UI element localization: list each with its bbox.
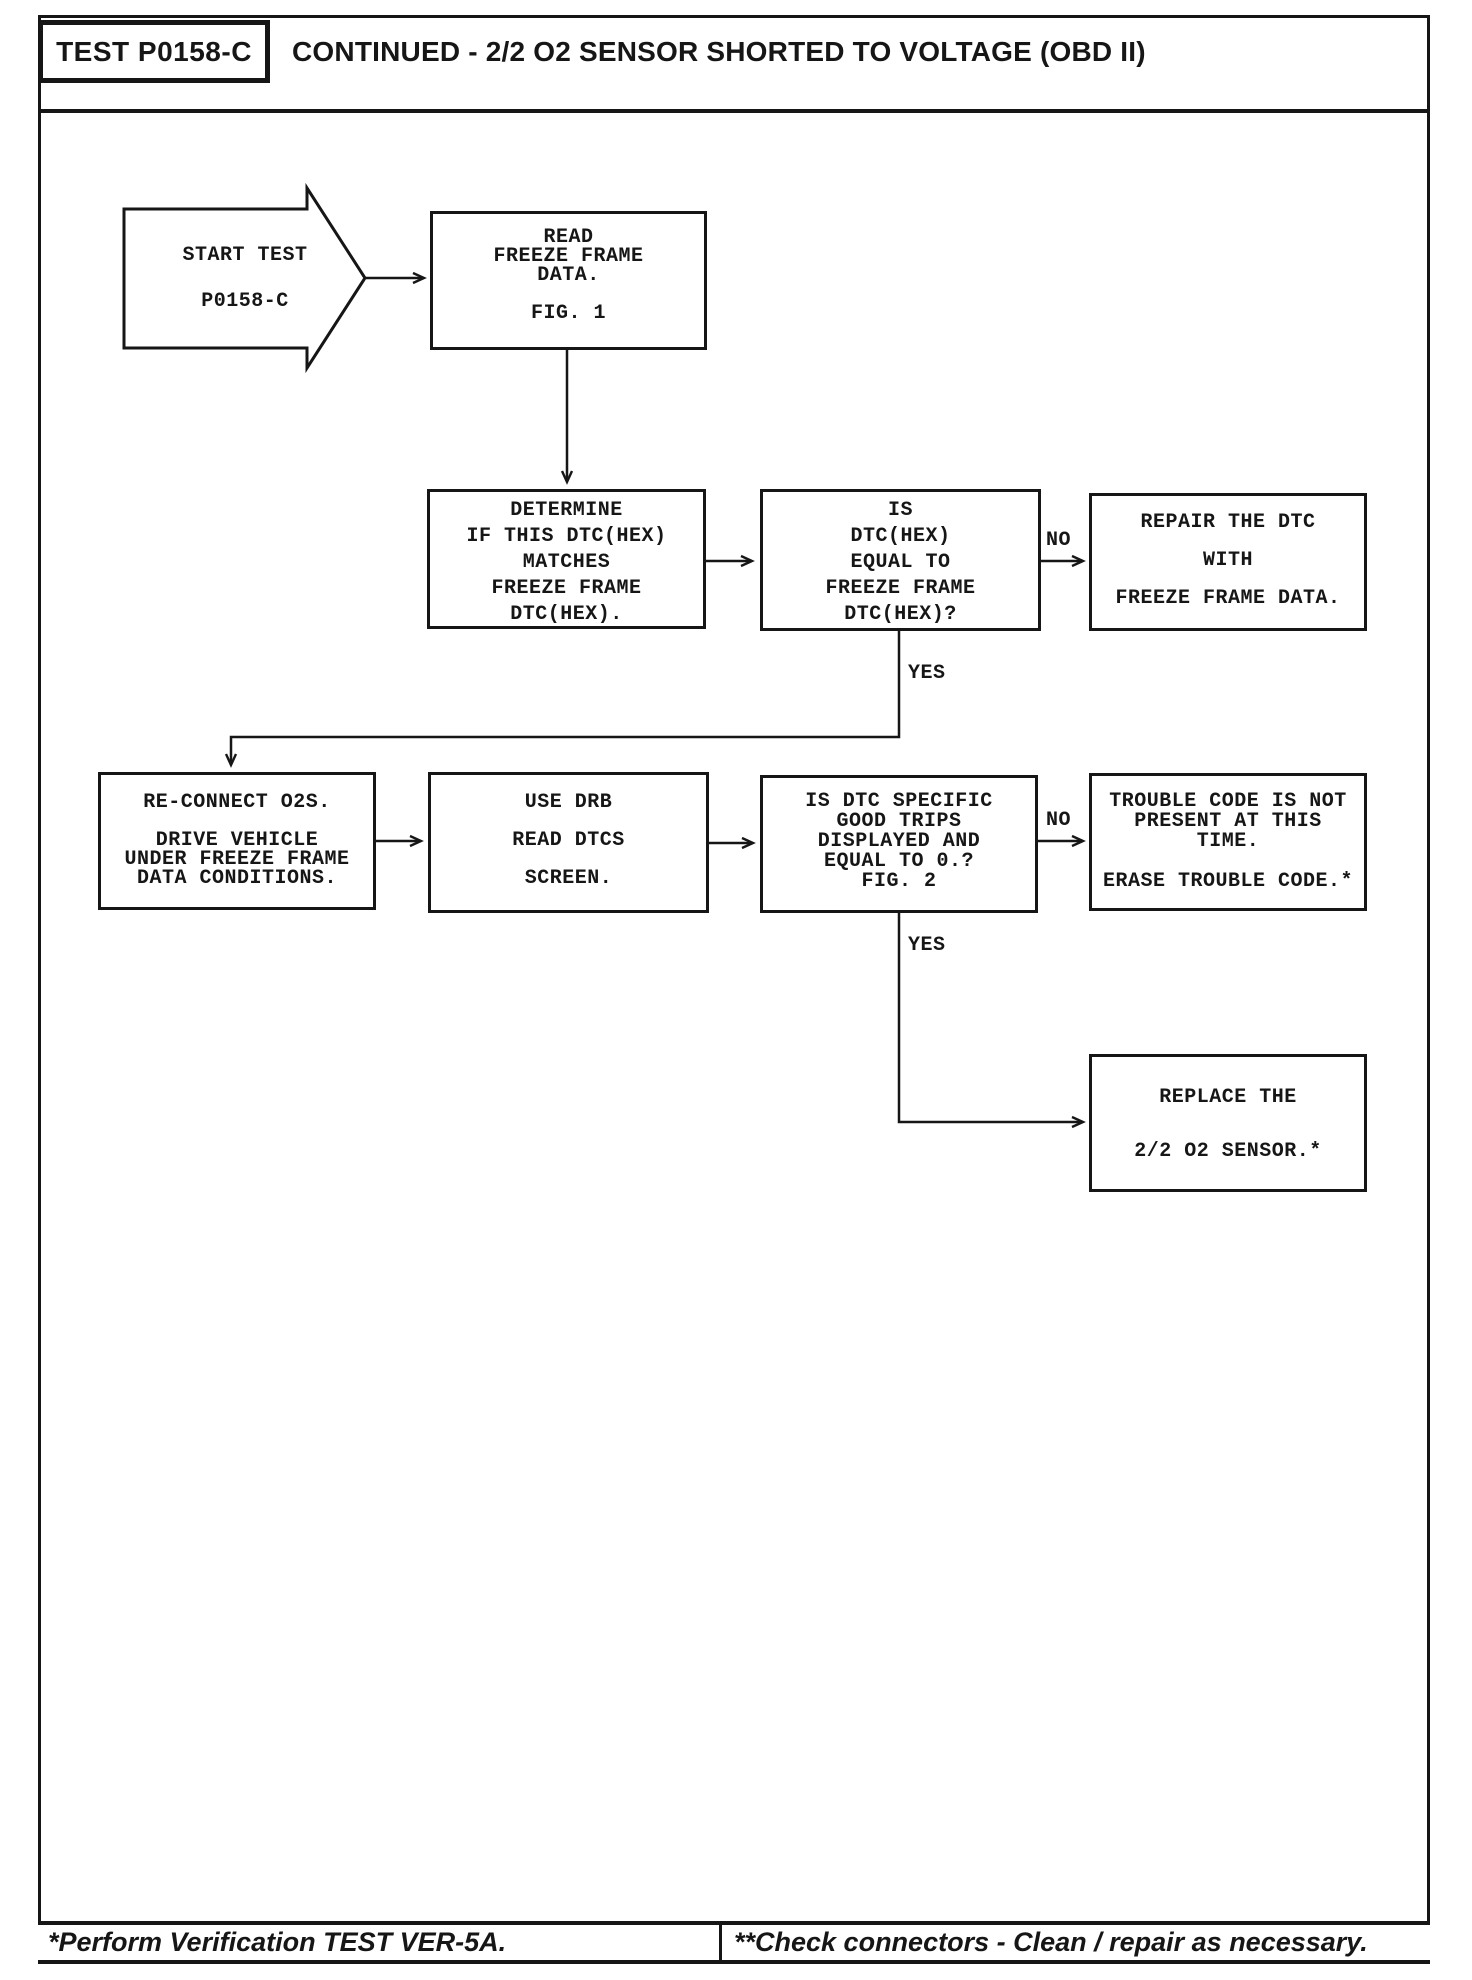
box-line: EQUAL TO 0.? — [823, 850, 975, 873]
box-line: DATA CONDITIONS. — [136, 867, 338, 890]
box-line — [1092, 852, 1364, 872]
test-id-box: TEST P0158-C — [38, 20, 270, 83]
box-line: WITH — [1202, 549, 1253, 572]
yes-label-row2: YES — [908, 662, 946, 685]
box-line: REPLACE THE — [1159, 1086, 1297, 1109]
box-line: ERASE TROUBLE CODE.* — [1102, 870, 1354, 893]
trouble-code-box: TROUBLE CODE IS NOT PRESENT AT THIS TIME… — [1089, 773, 1367, 911]
box-line: TROUBLE CODE IS NOT — [1109, 790, 1347, 813]
box-line: TIME. — [1196, 830, 1260, 853]
box-line: DTC(HEX)? — [844, 603, 957, 626]
test-id-label: TEST P0158-C — [56, 35, 252, 67]
box-line: FIG. 1 — [530, 302, 606, 325]
yes-label-row3: YES — [908, 934, 946, 957]
box-line: FREEZE FRAME DATA. — [1115, 587, 1341, 610]
footer-note-verification: *Perform Verification TEST VER-5A. — [48, 1927, 507, 1957]
box-line: FREEZE FRAME — [493, 245, 644, 268]
no-label-row2: NO — [1046, 529, 1072, 552]
box-line: DRIVE VEHICLE — [155, 829, 319, 852]
repair-dtc-box: REPAIR THE DTC WITH FREEZE FRAME DATA. — [1089, 493, 1367, 631]
box-line: FIG. 2 — [861, 870, 937, 893]
start-line: START TEST — [182, 244, 308, 267]
box-line: FREEZE FRAME — [825, 577, 976, 600]
reconnect-o2s-box: RE-CONNECT O2S. DRIVE VEHICLE UNDER FREE… — [98, 772, 376, 910]
box-line — [1092, 1111, 1364, 1138]
no-label-row3: NO — [1046, 809, 1072, 832]
good-trips-box: IS DTC SPECIFIC GOOD TRIPS DISPLAYED AND… — [760, 775, 1038, 913]
box-line: DTC(HEX) — [850, 525, 951, 548]
determine-dtc-box: DETERMINE IF THIS DTC(HEX) MATCHES FREEZ… — [427, 489, 706, 629]
box-line: USE DRB — [524, 791, 613, 814]
box-line: DATA. — [537, 264, 600, 287]
box-line: FREEZE FRAME — [491, 577, 642, 600]
read-freeze-frame-box: READ FREEZE FRAME DATA. FIG. 1 — [430, 211, 707, 350]
box-line: READ — [543, 226, 594, 249]
box-line: SCREEN. — [524, 867, 613, 890]
box-line: DTC(HEX). — [510, 603, 623, 626]
is-dtc-equal-box: IS DTC(HEX) EQUAL TO FREEZE FRAME DTC(HE… — [760, 489, 1041, 631]
box-line: UNDER FREEZE FRAME — [124, 848, 350, 871]
box-line: IS DTC SPECIFIC — [805, 790, 993, 813]
footer-notes: *Perform Verification TEST VER-5A. **Che… — [38, 1921, 1430, 1964]
start-test-node: START TEST P0158-C — [124, 209, 366, 368]
box-line: PRESENT AT THIS — [1134, 810, 1322, 833]
header-divider — [38, 109, 1430, 113]
box-line: GOOD TRIPS — [836, 810, 962, 833]
box-line: READ DTCS — [512, 829, 625, 852]
box-line: IS — [887, 499, 913, 522]
page-title: CONTINUED - 2/2 O2 SENSOR SHORTED TO VOL… — [292, 36, 1146, 67]
box-line: MATCHES — [522, 551, 611, 574]
box-line: DETERMINE — [510, 499, 623, 522]
box-line: DISPLAYED AND — [817, 830, 981, 853]
footer-note-connectors: **Check connectors - Clean / repair as n… — [719, 1925, 1430, 1960]
box-line: 2/2 O2 SENSOR.* — [1134, 1140, 1322, 1163]
box-line: IF THIS DTC(HEX) — [466, 525, 667, 548]
box-line: REPAIR THE DTC — [1140, 511, 1316, 534]
start-line: P0158-C — [201, 290, 289, 313]
use-drb-box: USE DRB READ DTCS SCREEN. — [428, 772, 709, 913]
replace-sensor-box: REPLACE THE 2/2 O2 SENSOR.* — [1089, 1054, 1367, 1192]
box-line: EQUAL TO — [850, 551, 951, 574]
box-line: RE-CONNECT O2S. — [143, 791, 331, 814]
